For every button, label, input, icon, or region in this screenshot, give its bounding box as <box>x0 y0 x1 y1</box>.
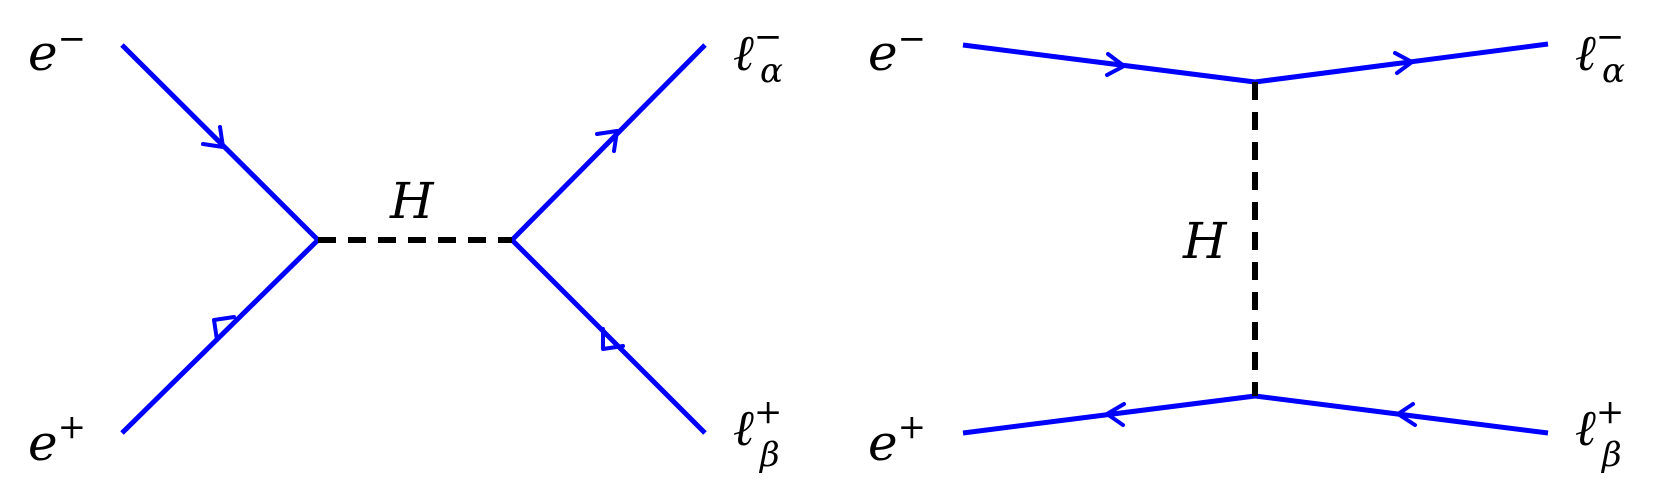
s-lepton-minus-arrow <box>595 129 619 153</box>
s-electron-label: e− <box>28 19 86 82</box>
s-lepton-plus-line <box>510 238 707 435</box>
t-positron-label: e+ <box>868 407 926 472</box>
t-higgs-label: H <box>1182 212 1228 270</box>
t-electron-label: e− <box>868 19 926 82</box>
t-electron-arrow <box>1105 52 1126 77</box>
s-lepton-plus-flavor: β <box>758 435 780 475</box>
t-lepton-minus-flavor: α <box>1602 51 1625 91</box>
t-lepton-minus-label: ℓ− <box>1575 17 1624 82</box>
t-lepton-plus-label: ℓ+ <box>1575 392 1624 457</box>
t-lepton-plus-arrow <box>1396 402 1417 427</box>
s-lepton-minus-line <box>510 43 707 242</box>
t-lepton-minus-arrow <box>1393 51 1414 75</box>
t-lepton-plus-flavor: β <box>1600 435 1622 475</box>
s-positron-line <box>120 238 320 435</box>
s-higgs-label: H <box>389 172 435 230</box>
s-electron-line <box>120 43 320 242</box>
s-lepton-plus-label: ℓ+ <box>733 392 782 457</box>
s-positron-arrow <box>212 315 236 342</box>
s-electron-arrow <box>201 125 225 149</box>
s-lepton-minus-flavor: α <box>760 51 783 91</box>
s-lepton-minus-label: ℓ− <box>733 17 782 82</box>
t-positron-arrow <box>1105 402 1126 427</box>
s-channel-diagram: e− e+ ℓ− α ℓ+ β H <box>28 17 783 475</box>
t-electron-line <box>962 42 1256 85</box>
t-channel-diagram: e− e+ ℓ− α ℓ+ β H <box>868 17 1625 475</box>
s-positron-label: e+ <box>28 407 86 472</box>
t-lepton-minus-line <box>1254 41 1549 85</box>
s-lepton-plus-arrow <box>601 327 625 351</box>
